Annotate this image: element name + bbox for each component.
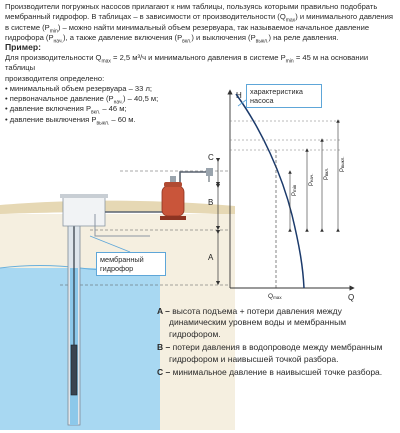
zone-a-label: A [208,253,214,262]
pump-characteristic-callout: характеристика насоса [246,84,322,108]
well-house [62,195,106,227]
h-axis-label: H [236,91,242,100]
zone-b-label: B [208,198,213,207]
intro-text: Производители погружных насосов прилагаю… [5,2,393,45]
p-initial-label: Pнач. [309,174,315,187]
example-item-initial: • первоначальное давление (Pнач.) – 40,5… [5,94,159,106]
example-item-on: • давление включения Pвкл. – 46 м; [5,104,127,116]
p-on-label: Pвкл. [324,168,330,180]
zone-c-label: C [208,153,214,162]
example-item-off: • давление выключения Pвыкл. – 60 м. [5,114,136,127]
p-off-label: Pвыкл. [340,156,346,172]
legend-a: A – высота подъема + потери давления меж… [157,306,347,339]
hydrophore-callout: мембранный гидрофор [96,252,166,276]
q-axis-label: Q [348,293,354,302]
legend-b: B – потери давления в водопроводе между … [157,342,383,364]
example-heading: Пример: [5,42,41,52]
legend-c: C – минимальное давление в наивысшей точ… [157,367,383,378]
ground-surface [0,200,235,215]
example-item-volume: • минимальный объем резервуара – 33 л; [5,83,153,93]
hydrophore-tank [161,185,185,217]
legend: A – высота подъема + потери давления меж… [157,306,397,380]
tap [206,168,213,176]
qmax-label: Qmax [268,293,282,300]
example-text: Для производительности Qmax = 2,5 м³/ч и… [5,53,395,127]
p-min-label: Pmin [292,184,298,196]
submersible-pump [70,344,78,396]
